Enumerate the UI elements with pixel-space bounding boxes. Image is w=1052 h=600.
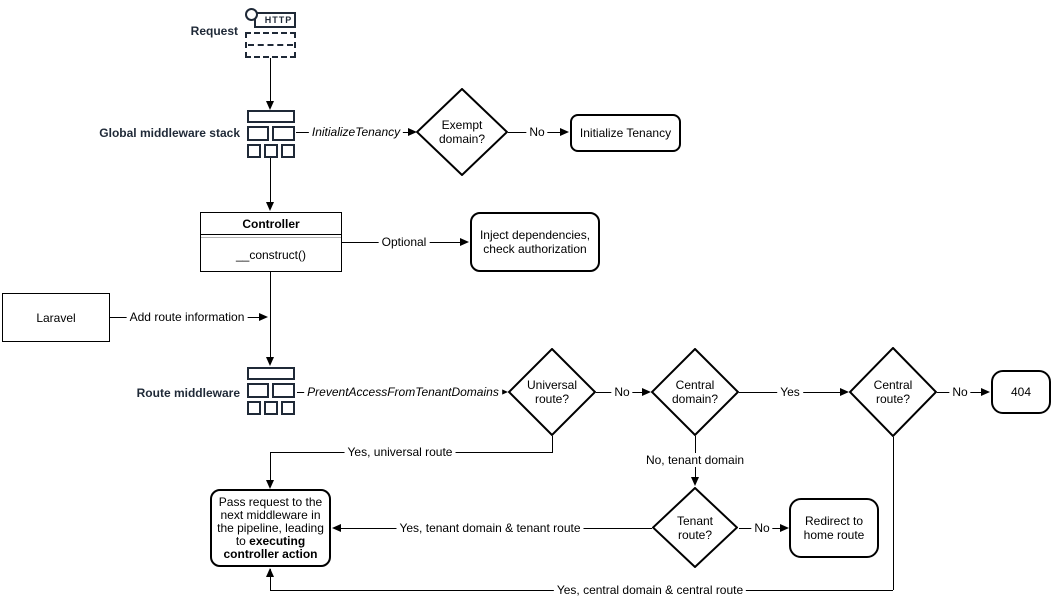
arrowhead xyxy=(499,388,508,396)
edge-label-central-route-yes: Yes, central domain & central route xyxy=(553,583,747,597)
arrowhead xyxy=(266,357,274,366)
pass-request-text: Pass request to the next middleware in t… xyxy=(215,494,326,561)
stack-cell xyxy=(264,401,278,415)
stack-cell xyxy=(247,110,295,123)
arrowhead xyxy=(560,128,569,136)
edge-label-prevent-access: PreventAccessFromTenantDomains xyxy=(304,385,502,399)
decision-universal-route: Universal route? xyxy=(508,348,596,436)
arrowhead xyxy=(266,202,274,211)
arrowhead xyxy=(691,477,699,486)
edge-label-add-route-information: Add route information xyxy=(126,310,248,324)
node-controller: Controller __construct() xyxy=(200,212,342,272)
stack-cell xyxy=(247,144,261,158)
stack-cell xyxy=(281,401,295,415)
arrowhead xyxy=(780,524,789,532)
edge-label-universal-yes: Yes, universal route xyxy=(344,445,456,459)
decision-label: Universal route? xyxy=(526,378,577,406)
node-laravel: Laravel xyxy=(2,293,110,342)
edge-label-no: No xyxy=(526,125,548,139)
arrowhead xyxy=(840,388,849,396)
stack-cell xyxy=(247,401,261,415)
controller-title: Controller xyxy=(201,213,341,235)
pass-request-bold: executing controller action xyxy=(223,533,318,561)
global-middleware-label: Global middleware stack xyxy=(99,126,240,140)
arrowhead xyxy=(266,480,274,489)
edge-line xyxy=(893,437,894,590)
stack-cell xyxy=(247,383,269,398)
request-body-icon xyxy=(245,32,296,58)
stack-cell xyxy=(247,367,295,380)
edge-line xyxy=(552,436,553,452)
decision-exempt-domain: Exempt domain? xyxy=(416,88,508,176)
node-pass-request: Pass request to the next middleware in t… xyxy=(210,489,331,567)
decision-central-domain: Central domain? xyxy=(651,348,739,436)
edge-label-optional: Optional xyxy=(378,235,430,249)
edge-label-tenant-yes: Yes, tenant domain & tenant route xyxy=(396,521,584,535)
arrowhead xyxy=(642,388,651,396)
request-label: Request xyxy=(190,24,238,38)
node-initialize-tenancy: Initialize Tenancy xyxy=(570,114,681,152)
edge-label-no: No xyxy=(751,521,773,535)
arrowhead xyxy=(460,238,469,246)
stack-cell xyxy=(281,144,295,158)
stack-cell xyxy=(247,126,269,141)
http-circle-icon xyxy=(245,8,258,21)
http-badge: HTTP xyxy=(254,12,296,28)
edge-label-no: No xyxy=(949,385,971,399)
decision-label: Central domain? xyxy=(671,378,719,406)
edge-label-initialize-tenancy: InitializeTenancy xyxy=(308,125,404,139)
stack-cell xyxy=(264,144,278,158)
request-body-divider xyxy=(248,44,293,46)
controller-method: __construct() xyxy=(235,247,307,262)
http-request-icon: HTTP xyxy=(245,7,296,58)
decision-label: Tenant route? xyxy=(676,513,714,542)
node-inject-dependencies: Inject dependencies, check authorization xyxy=(470,212,600,272)
decision-label: Central route? xyxy=(873,378,913,406)
edge-line xyxy=(270,158,271,202)
node-404: 404 xyxy=(991,370,1051,414)
node-redirect-home: Redirect to home route xyxy=(789,498,879,558)
edge-line xyxy=(270,272,271,357)
arrowhead xyxy=(408,128,417,136)
arrowhead xyxy=(266,568,274,577)
middleware-stack-icon xyxy=(247,110,297,158)
stack-cell xyxy=(272,383,295,398)
route-middleware-label: Route middleware xyxy=(136,386,240,400)
edge-label-no: No xyxy=(611,385,633,399)
pass-request-normal: Pass request to the next middleware in t… xyxy=(217,494,324,548)
middleware-stack-icon xyxy=(247,367,297,415)
edge-line xyxy=(270,58,271,101)
arrowhead xyxy=(332,524,341,532)
decision-tenant-route: Tenant route? xyxy=(652,487,738,568)
edge-line xyxy=(270,569,271,590)
arrowhead xyxy=(981,388,990,396)
arrowhead xyxy=(266,101,274,110)
controller-divider xyxy=(201,235,341,238)
edge-line xyxy=(270,452,271,480)
decision-label: Exempt domain? xyxy=(438,118,486,146)
edge-label-no-tenant-domain: No, tenant domain xyxy=(642,453,748,467)
decision-central-route: Central route? xyxy=(849,347,937,437)
edge-label-yes: Yes xyxy=(777,385,803,399)
arrowhead xyxy=(259,313,268,321)
stack-cell xyxy=(272,126,295,141)
